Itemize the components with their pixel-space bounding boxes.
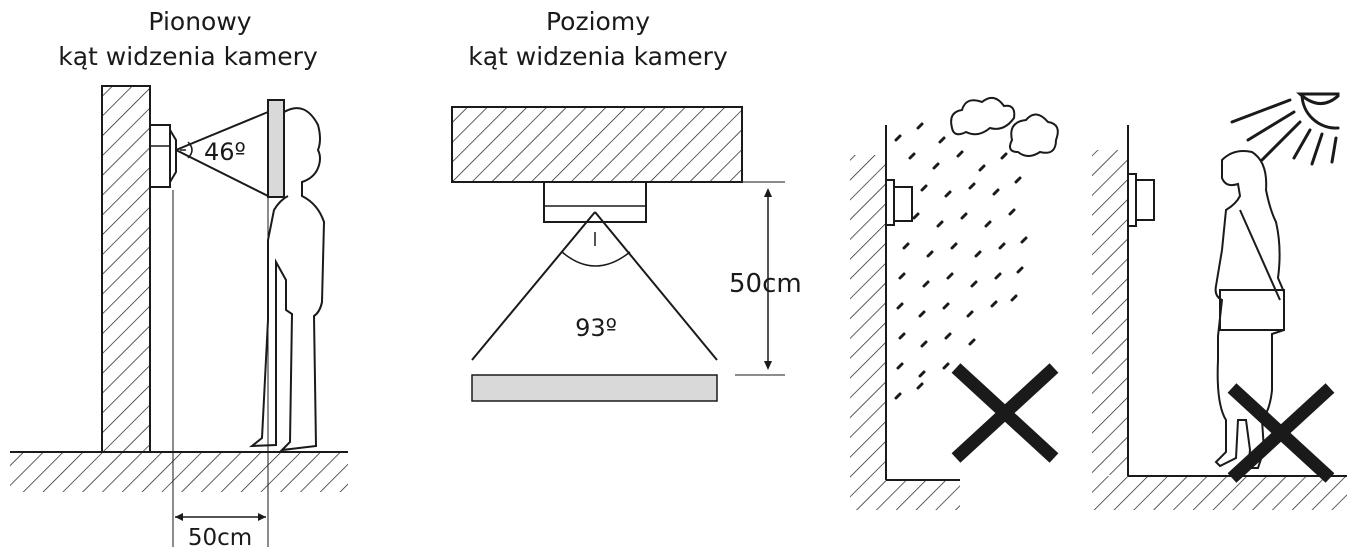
horizontal-angle-label: 93º: [575, 314, 617, 342]
rain-warning-panel: [850, 96, 1059, 510]
cross-icon-sun: [1227, 383, 1335, 483]
door-station-rain: [893, 186, 913, 222]
wall: [101, 85, 151, 453]
vertical-title-line2: kąt widzenia kamery: [58, 42, 318, 71]
rain-icon: [894, 122, 1028, 400]
horizontal-view-panel: Poziomy kąt widzenia kamery 93º 50cm: [451, 7, 802, 402]
vertical-view-panel: Pionowy kąt widzenia kamery 46º 50cm: [10, 7, 348, 547]
handbag: [1219, 289, 1285, 331]
cross-icon-rain: [951, 363, 1059, 463]
target-zone: [471, 374, 718, 402]
sun-warning-panel: [1092, 92, 1347, 510]
door-station: [149, 124, 177, 188]
horizontal-view-cone: [471, 211, 718, 361]
sun-icon: [1230, 92, 1340, 166]
person-silhouette: [248, 107, 326, 452]
floor-sun: [1092, 476, 1347, 510]
horizontal-title-line1: Poziomy: [546, 7, 650, 36]
horizontal-distance-label: 50cm: [729, 269, 802, 299]
vertical-distance-label: 50cm: [188, 525, 252, 547]
vertical-title-line1: Pionowy: [148, 7, 251, 36]
face-zone: [267, 99, 285, 198]
wall-top-view: [451, 106, 743, 183]
vertical-angle-label: 46º: [204, 138, 246, 166]
cloud-icon: [950, 96, 1059, 157]
vertical-view-cone: [175, 111, 269, 197]
floor: [10, 452, 348, 492]
door-station-top-view: [543, 181, 647, 223]
floor-rain: [850, 480, 960, 510]
door-station-sun: [1135, 179, 1155, 221]
wall-sun: [1092, 150, 1128, 475]
wall-rain: [850, 155, 886, 480]
horizontal-title-line2: kąt widzenia kamery: [468, 42, 728, 71]
